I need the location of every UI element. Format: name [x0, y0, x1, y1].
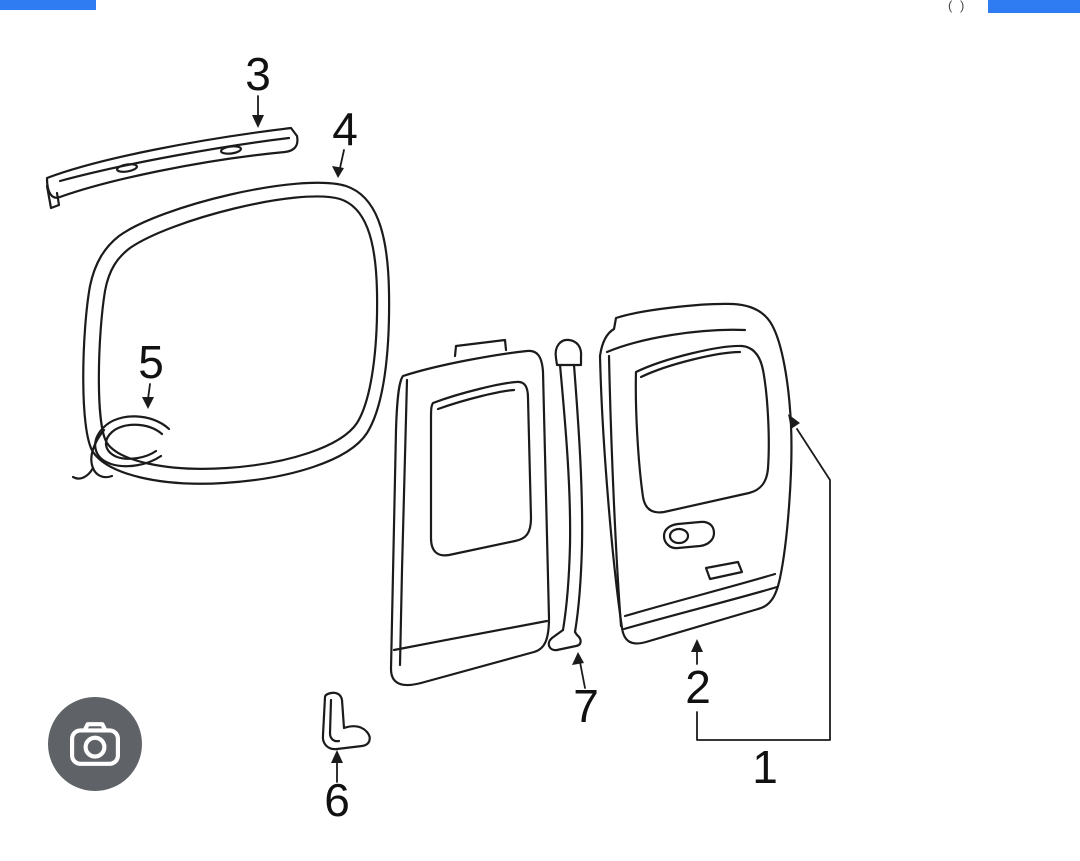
- back-door-window-opening: [634, 344, 770, 514]
- callout-label-4: 4: [332, 103, 358, 155]
- part-5-curl-tip: [71, 466, 95, 480]
- callout-7-line: [579, 661, 586, 689]
- part-3-inner-line: [58, 136, 291, 183]
- callout-1-arrow: [788, 414, 800, 429]
- callout-lines: [142, 95, 831, 783]
- callout-label-2: 2: [685, 661, 711, 713]
- status-bar-fragment-right: [988, 0, 1080, 13]
- callout-4-arrow: [332, 166, 344, 178]
- callout-5-arrow: [142, 397, 154, 409]
- part-7-left-line: [558, 363, 572, 632]
- back-door-left-inner-edge: [607, 354, 623, 628]
- back-door-window-inner-line: [639, 350, 742, 379]
- callout-5-line: [147, 383, 151, 400]
- back-door-crease-1: [623, 572, 777, 618]
- inner-door-window-opening: [429, 380, 533, 557]
- callout-2-arrow: [691, 639, 703, 652]
- part-7-foot: [547, 628, 582, 652]
- inner-door-top-tab: [453, 338, 508, 358]
- callout-label-3: 3: [245, 48, 271, 100]
- back-door-top-inner-line: [605, 328, 747, 354]
- part-3-outline: [45, 126, 299, 199]
- part-7-channel-strip: [547, 338, 584, 652]
- door-handle-outer: [662, 520, 716, 550]
- part-3-retainer-strip: [45, 126, 299, 210]
- callout-labels: 3 4 5 6 7 2 1: [138, 48, 778, 826]
- part-6-inner-line: [328, 698, 341, 743]
- part-3-slot: [116, 163, 138, 173]
- callout-7-arrow: [572, 652, 584, 665]
- inner-door-panel: [389, 338, 551, 687]
- part-3-slot: [219, 145, 243, 155]
- callout-label-1: 1: [752, 741, 778, 793]
- part-7-top-cap: [554, 338, 583, 367]
- callout-6-arrow: [331, 750, 343, 763]
- part-6-outline: [321, 691, 371, 751]
- inner-door-crease: [392, 619, 549, 652]
- status-bar-fragment-left: [0, 0, 96, 10]
- part-3-end-tab: [45, 184, 61, 210]
- inner-door-left-inner-edge: [398, 378, 409, 667]
- back-door-crease-2: [622, 585, 779, 631]
- part-4-weatherstrip-loop: [71, 181, 391, 485]
- door-handle-inner: [668, 527, 690, 545]
- back-door-outline: [598, 302, 793, 645]
- callout-4-line: [339, 149, 345, 169]
- back-door-trim-detail: [704, 560, 744, 581]
- camera-icon: [70, 722, 120, 766]
- inner-door-outline: [389, 349, 551, 687]
- callout-3-arrow: [252, 115, 264, 128]
- callout-label-7: 7: [573, 680, 599, 732]
- callout-label-5: 5: [138, 336, 164, 388]
- part-4-outer-loop: [82, 181, 391, 485]
- part-7-right-line: [572, 363, 584, 634]
- callout-label-6: 6: [324, 774, 350, 826]
- callout-1-bracket: [696, 428, 831, 741]
- part-6-bracket: [321, 691, 371, 751]
- part-4-inner-loop: [97, 195, 379, 470]
- part-5-curl-inner: [104, 423, 164, 460]
- inner-door-window-inner-line: [436, 388, 516, 411]
- camera-lens-button[interactable]: [48, 697, 142, 791]
- status-corner-glyph: ( ): [948, 0, 967, 13]
- back-door-panel: [598, 302, 793, 645]
